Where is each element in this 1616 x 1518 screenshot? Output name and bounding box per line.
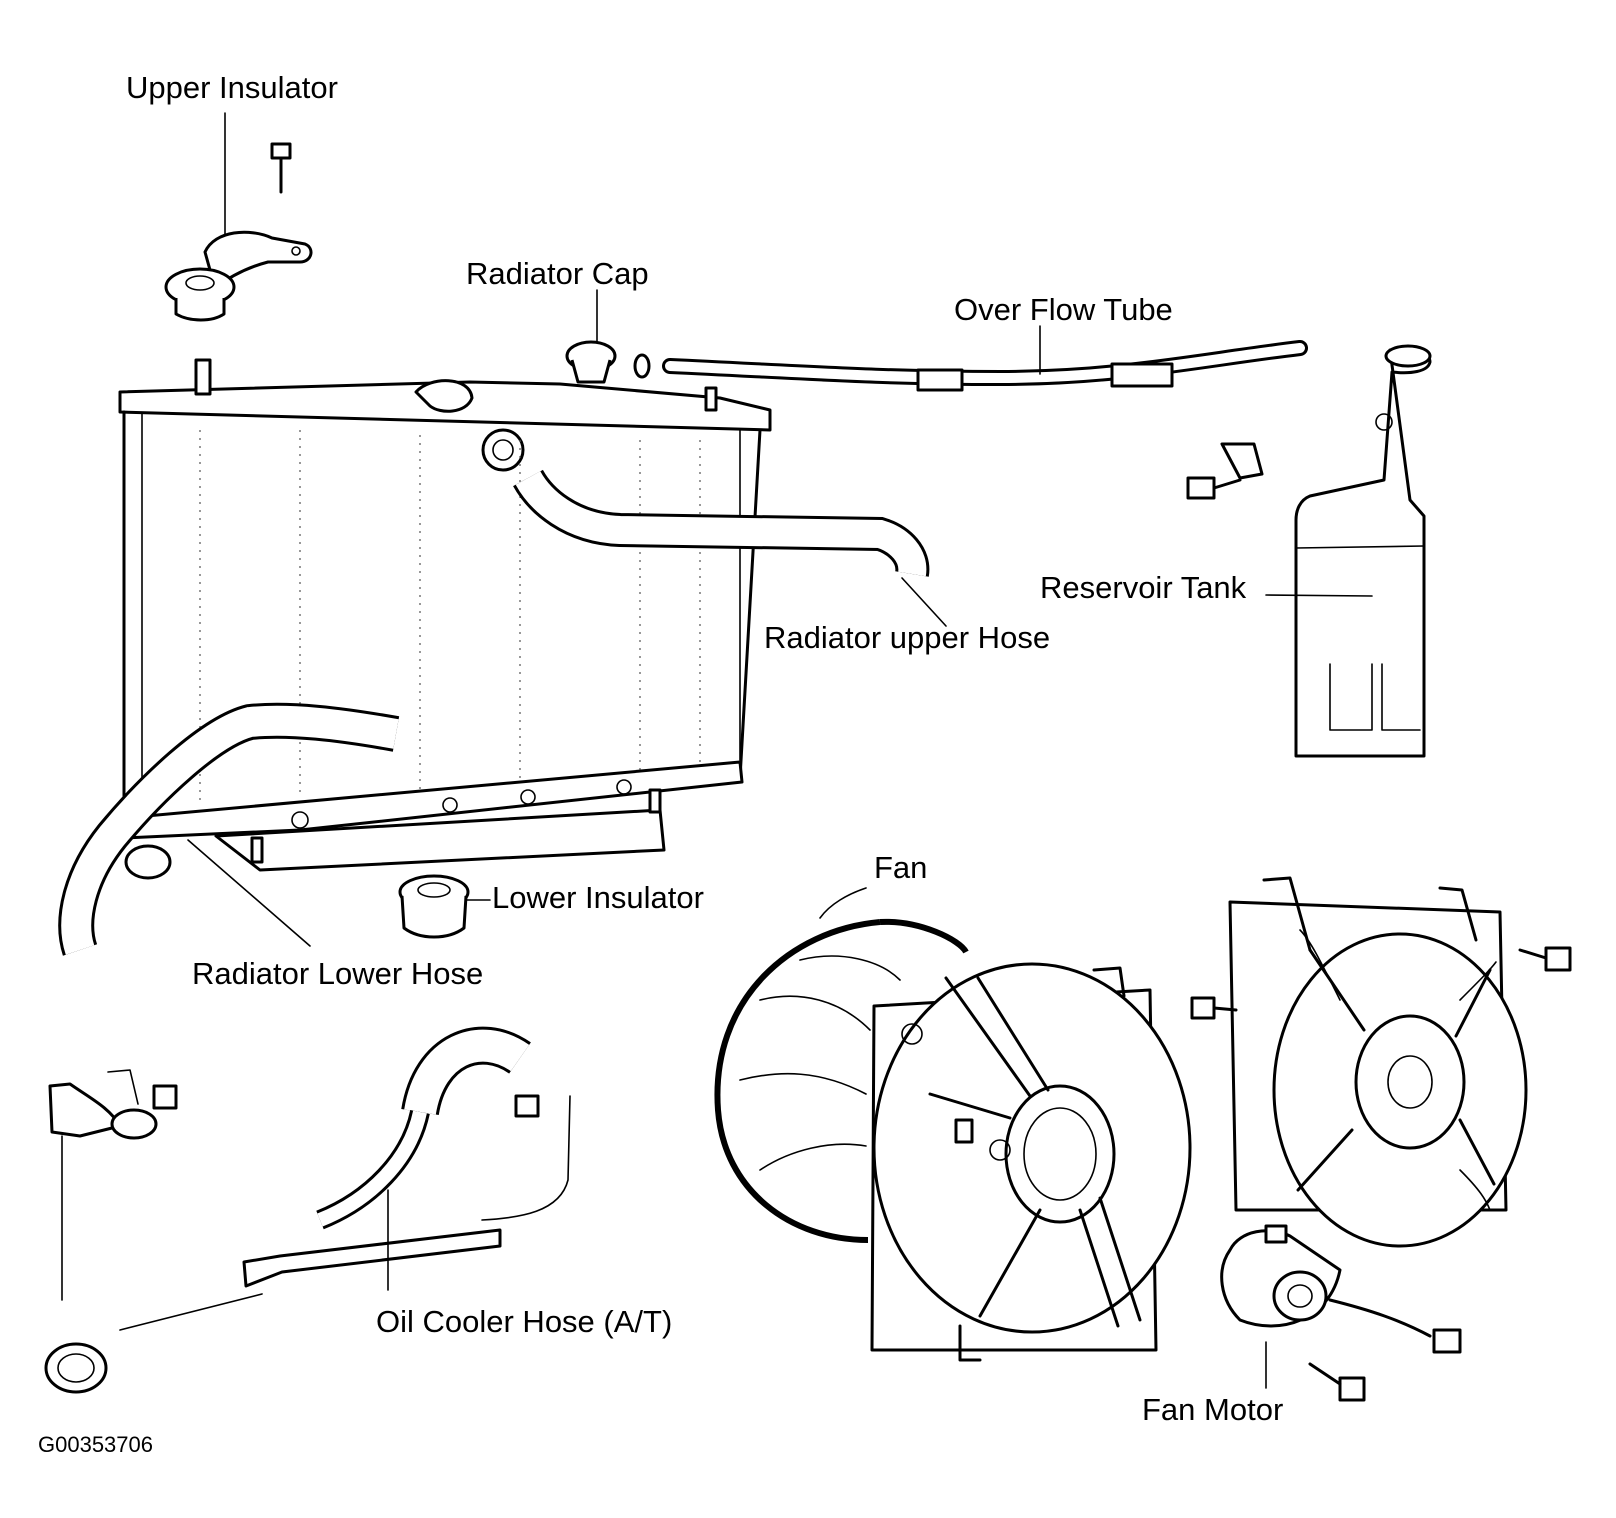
oil-cooler-hose	[242, 1026, 571, 1288]
radiator-cap	[565, 340, 651, 384]
radiator-upper-hose-leader	[901, 577, 947, 627]
reservoir-tank	[1294, 344, 1432, 758]
figure-code: G00353706	[38, 1432, 153, 1457]
lower-left-bracket	[44, 1069, 263, 1394]
fan-motor-label: Fan Motor	[1142, 1392, 1284, 1427]
fan-assembly	[714, 918, 1192, 1362]
radiator-lower-hose	[58, 702, 400, 956]
oil-cooler-hose-label: Oil Cooler Hose (A/T)	[376, 1304, 673, 1339]
reservoir-bracket	[1186, 442, 1264, 500]
radiator-upper-hose	[513, 469, 930, 577]
reservoir-tank-leader	[1265, 594, 1373, 597]
lower-insulator	[398, 874, 470, 939]
upper-insulator	[164, 230, 313, 322]
fan-label: Fan	[874, 850, 928, 885]
over-flow-tube	[662, 340, 1308, 392]
reservoir-tank-label: Reservoir Tank	[1040, 570, 1247, 605]
lower-insulator-label: Lower Insulator	[492, 880, 704, 915]
radiator-lower-hose-leader	[187, 839, 311, 947]
radiator-lower-hose-label: Radiator Lower Hose	[192, 956, 484, 991]
radiator-cap-label: Radiator Cap	[466, 256, 649, 291]
fan-leader	[819, 887, 867, 919]
radiator-upper-hose-label: Radiator upper Hose	[764, 620, 1051, 655]
shroud-bolts	[1190, 946, 1572, 1402]
fan-motor-assembly	[1220, 876, 1528, 1354]
radiator	[118, 358, 772, 872]
over-flow-tube-label: Over Flow Tube	[954, 292, 1173, 327]
upper-insulator-label: Upper Insulator	[126, 70, 338, 105]
upper-insulator-bolt	[270, 142, 292, 194]
